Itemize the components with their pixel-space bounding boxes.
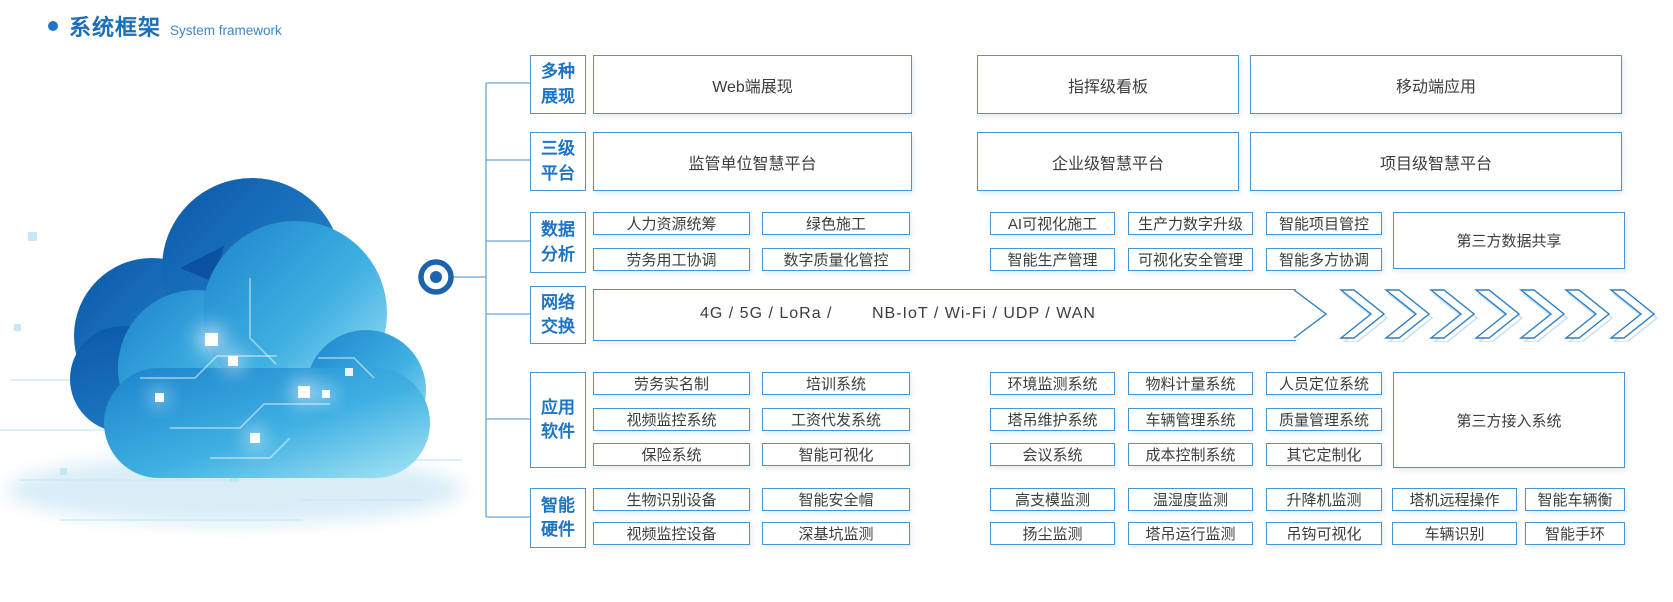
software-left-group: 劳务实名制 培训系统 视频监控系统 工资代发系统 保险系统 智能可视化 bbox=[593, 372, 910, 466]
layer-label-data-analysis: 数据分析 bbox=[530, 212, 586, 273]
data-analysis-box: 智能生产管理 bbox=[990, 248, 1115, 271]
network-protocols-left: 4G / 5G / LoRa / bbox=[700, 305, 833, 322]
network-arrow-chevrons bbox=[1293, 289, 1658, 342]
software-box: 工资代发系统 bbox=[762, 407, 910, 431]
platform-box: 企业级智慧平台 bbox=[977, 132, 1239, 191]
glow-squares bbox=[149, 324, 353, 449]
software-box: 塔吊维护系统 bbox=[990, 407, 1115, 431]
software-box: 成本控制系统 bbox=[1128, 443, 1253, 466]
layer-label-software: 应用软件 bbox=[530, 372, 586, 468]
data-analysis-box: 生产力数字升级 bbox=[1128, 212, 1253, 235]
hardware-left-group: 生物识别设备 智能安全帽 视频监控设备 深基坑监测 bbox=[593, 488, 910, 545]
network-bar bbox=[593, 289, 1296, 341]
software-box: 车辆管理系统 bbox=[1128, 407, 1253, 431]
third-party-access-box: 第三方接入系统 bbox=[1393, 372, 1625, 468]
data-analysis-box: AI可视化施工 bbox=[990, 212, 1115, 235]
data-analysis-box: 劳务用工协调 bbox=[593, 248, 750, 271]
cloud-illustration bbox=[0, 178, 463, 524]
layer-label-display: 多种展现 bbox=[530, 55, 586, 114]
hardware-box: 高支模监测 bbox=[990, 488, 1115, 511]
data-analysis-box: 绿色施工 bbox=[762, 212, 910, 235]
display-box: 指挥级看板 bbox=[977, 55, 1239, 114]
hardware-box: 塔机远程操作 bbox=[1392, 488, 1517, 511]
hardware-box: 视频监控设备 bbox=[593, 522, 750, 545]
hardware-box: 升降机监测 bbox=[1266, 488, 1382, 511]
title-zh: 系统框架 bbox=[69, 15, 162, 40]
hardware-box: 智能车辆衡 bbox=[1525, 488, 1625, 511]
cloud-front-lobe bbox=[104, 221, 430, 478]
software-mid-group: 环境监测系统 物料计量系统 人员定位系统 塔吊维护系统 车辆管理系统 质量管理系… bbox=[990, 372, 1382, 466]
platform-box: 监管单位智慧平台 bbox=[593, 132, 912, 191]
software-box: 会议系统 bbox=[990, 443, 1115, 466]
data-analysis-box: 智能项目管控 bbox=[1266, 212, 1382, 235]
software-box: 劳务实名制 bbox=[593, 372, 750, 395]
software-box: 其它定制化 bbox=[1266, 443, 1382, 466]
hardware-box: 智能安全帽 bbox=[762, 488, 910, 511]
data-analysis-mid-group: AI可视化施工 生产力数字升级 智能项目管控 智能生产管理 可视化安全管理 智能… bbox=[990, 212, 1382, 271]
data-analysis-box: 可视化安全管理 bbox=[1128, 248, 1253, 271]
hardware-box: 塔吊运行监测 bbox=[1128, 522, 1253, 545]
third-party-data-box: 第三方数据共享 bbox=[1393, 212, 1625, 269]
bullet-icon bbox=[48, 21, 58, 31]
software-box: 智能可视化 bbox=[762, 443, 910, 466]
title-en: System framework bbox=[170, 23, 282, 38]
cloud-circuit-traces bbox=[140, 278, 375, 459]
software-box: 环境监测系统 bbox=[990, 372, 1115, 395]
hardware-box: 吊钩可视化 bbox=[1266, 522, 1382, 545]
data-analysis-box: 智能多方协调 bbox=[1266, 248, 1382, 271]
software-box: 视频监控系统 bbox=[593, 407, 750, 431]
software-box: 质量管理系统 bbox=[1266, 407, 1382, 431]
hardware-box: 生物识别设备 bbox=[593, 488, 750, 511]
layer-label-platform: 三级平台 bbox=[530, 132, 586, 191]
data-analysis-box: 人力资源统筹 bbox=[593, 212, 750, 235]
hardware-right-group: 塔机远程操作 智能车辆衡 车辆识别 智能手环 bbox=[1392, 488, 1625, 545]
page-title: 系统框架 System framework bbox=[48, 10, 282, 42]
layer-label-hardware: 智能硬件 bbox=[530, 488, 586, 548]
hardware-box: 智能手环 bbox=[1525, 522, 1625, 545]
software-box: 保险系统 bbox=[593, 443, 750, 466]
hub-node-icon bbox=[418, 259, 454, 295]
network-protocols-right: NB-IoT / Wi-Fi / UDP / WAN bbox=[872, 305, 1096, 322]
data-analysis-box: 数字质量化管控 bbox=[762, 248, 910, 271]
display-box: 移动端应用 bbox=[1250, 55, 1622, 114]
hardware-box: 车辆识别 bbox=[1392, 522, 1517, 545]
layer-label-network: 网络交换 bbox=[530, 286, 586, 344]
hardware-box: 温湿度监测 bbox=[1128, 488, 1253, 511]
hardware-mid-group: 高支模监测 温湿度监测 升降机监测 扬尘监测 塔吊运行监测 吊钩可视化 bbox=[990, 488, 1382, 545]
software-box: 人员定位系统 bbox=[1266, 372, 1382, 395]
software-box: 培训系统 bbox=[762, 372, 910, 395]
hardware-box: 深基坑监测 bbox=[762, 522, 910, 545]
display-box: Web端展现 bbox=[593, 55, 912, 114]
data-analysis-left-group: 人力资源统筹 绿色施工 劳务用工协调 数字质量化管控 bbox=[593, 212, 910, 271]
software-box: 物料计量系统 bbox=[1128, 372, 1253, 395]
hardware-box: 扬尘监测 bbox=[990, 522, 1115, 545]
platform-box: 项目级智慧平台 bbox=[1250, 132, 1622, 191]
